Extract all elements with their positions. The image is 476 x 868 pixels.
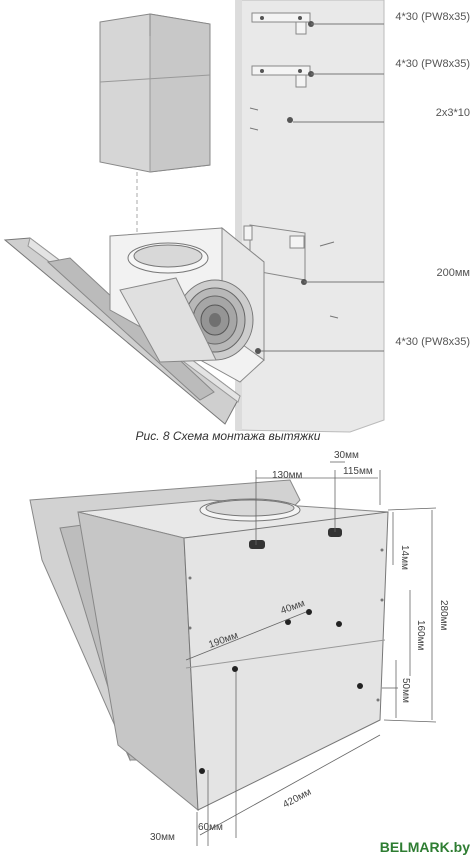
hood-top-view bbox=[3, 226, 384, 425]
label-screw-top: 4*30 (PW8x35) bbox=[395, 11, 470, 23]
dim-60: 60мм bbox=[198, 822, 223, 833]
wall bbox=[235, 0, 385, 433]
watermark: BELMARK.by bbox=[380, 839, 470, 855]
dim-280: 280мм bbox=[438, 600, 449, 631]
dim-50: 50мм bbox=[400, 678, 411, 703]
dim-130: 130мм bbox=[272, 470, 303, 481]
small-screw bbox=[249, 107, 384, 131]
figure-caption: Рис. 8 Схема монтажа вытяжки bbox=[136, 429, 321, 443]
label-screw-small: 2x3*10 bbox=[436, 107, 470, 119]
chimney-cover bbox=[99, 13, 211, 250]
top-bracket bbox=[251, 12, 384, 35]
second-bracket bbox=[251, 65, 384, 88]
dim-115: 115мм bbox=[343, 466, 373, 477]
label-screw-second: 4*30 (PW8x35) bbox=[395, 58, 470, 70]
dim-30-top: 30мм bbox=[334, 450, 359, 461]
dim-160: 160мм bbox=[415, 620, 426, 651]
dim-420: 420мм bbox=[281, 787, 313, 811]
label-screw-bottom: 4*30 (PW8x35) bbox=[395, 336, 470, 348]
label-spacing: 200мм bbox=[437, 267, 470, 279]
dimension-lines bbox=[185, 461, 437, 846]
dim-14: 14мм bbox=[399, 545, 410, 570]
dim-30-bottom: 30мм bbox=[150, 832, 175, 843]
hood-back-view bbox=[29, 479, 389, 812]
